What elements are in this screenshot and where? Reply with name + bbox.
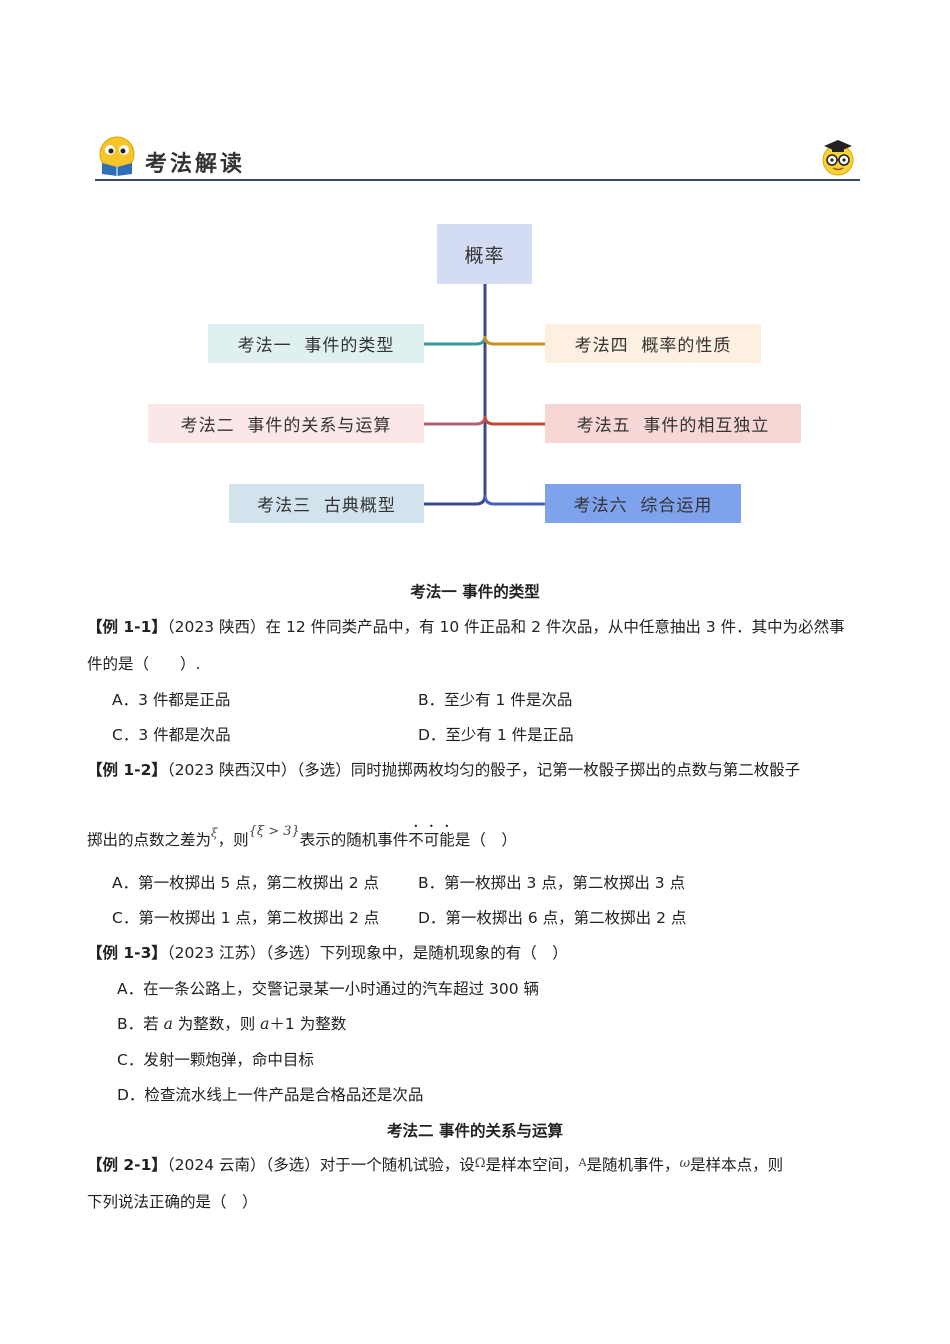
math-omega: Ω xyxy=(474,1156,486,1171)
option-a: A．在一条公路上，交警记录某一小时通过的汽车超过 300 辆 xyxy=(117,980,540,998)
text-span: （2024 云南）（多选）对于一个随机试验，设 xyxy=(166,1156,475,1174)
option-a: A．第一枚掷出 5 点，第二枚掷出 2 点 xyxy=(112,874,380,892)
section-heading-1: 考法一 事件的类型 xyxy=(410,583,540,601)
option-b: B．至少有 1 件是次品 xyxy=(418,691,573,709)
option-d: D．检查流水线上一件产品是合格品还是次品 xyxy=(117,1086,424,1104)
text-span: 掷出的点数之差为 xyxy=(87,831,212,849)
math-w: ω xyxy=(679,1156,691,1171)
text-span: 是随机事件， xyxy=(586,1156,680,1174)
example-tag: 【例 1-3】 xyxy=(87,944,167,962)
example-1-1-line1: 【例 1-1】（2023 陕西）在 12 件同类产品中，有 10 件正品和 2 … xyxy=(87,617,845,637)
graduate-emoji-icon xyxy=(822,140,854,176)
example-1-2-line1: 【例 1-2】（2023 陕西汉中）（多选）同时抛掷两枚均匀的骰子，记第一枚骰子… xyxy=(87,760,800,780)
mindmap-node-method2: 考法二 事件的关系与运算 xyxy=(148,404,424,443)
text-span: 为整数，则 xyxy=(172,1015,261,1033)
example-1-1-line2: 件的是（ ）. xyxy=(87,655,201,673)
mindmap-node-method5: 考法五 事件的相互独立 xyxy=(545,404,801,443)
mindmap-node-method1: 考法一 事件的类型 xyxy=(208,324,424,363)
text-span: 是样本点，则 xyxy=(690,1156,784,1174)
example-text: （2023 陕西）在 12 件同类产品中，有 10 件正品和 2 件次品，从中任… xyxy=(166,618,845,636)
text-span: 是样本空间， xyxy=(485,1156,579,1174)
mindmap-node-method3: 考法三 古典概型 xyxy=(229,484,424,523)
option-c: C．发射一颗炮弹，命中目标 xyxy=(117,1051,314,1069)
example-text: （2023 陕西汉中）（多选）同时抛掷两枚均匀的骰子，记第一枚骰子掷出的点数与第… xyxy=(166,761,801,779)
text-span: 表示的随机事件 xyxy=(299,831,409,849)
option-a: A．3 件都是正品 xyxy=(112,691,231,709)
option-b: B．若 a 为整数，则 a＋1 为整数 xyxy=(117,1014,346,1034)
math-a: a xyxy=(260,1015,270,1033)
option-b: B．第一枚掷出 3 点，第二枚掷出 3 点 xyxy=(418,874,686,892)
option-d: D．至少有 1 件是正品 xyxy=(418,726,574,744)
text-span: ，则 xyxy=(217,831,249,849)
example-1-2-line2: 掷出的点数之差为ξ，则{ξ > 3}表示的随机事件不可能是（ ） xyxy=(87,822,517,852)
option-d: D．第一枚掷出 6 点，第二枚掷出 2 点 xyxy=(418,909,687,927)
example-2-1-line1: 【例 2-1】（2024 云南）（多选）对于一个随机试验，设Ω是样本空间，A是随… xyxy=(87,1155,783,1177)
text-span: ＋1 为整数 xyxy=(269,1015,347,1033)
text-span: 是（ ） xyxy=(454,831,517,849)
math-condition: {ξ > 3} xyxy=(248,824,300,839)
header-title: 考法解读 xyxy=(145,152,246,177)
mindmap-node-method4: 考法四 概率的性质 xyxy=(545,324,761,363)
reading-emoji-icon xyxy=(99,136,135,176)
math-xi: ξ xyxy=(211,826,218,840)
emphasis-dots-text: 不可能 xyxy=(408,831,455,849)
example-text: （2023 江苏）（多选）下列现象中，是随机现象的有（ ） xyxy=(166,944,568,962)
example-tag: 【例 1-1】 xyxy=(87,618,167,636)
option-c: C．第一枚掷出 1 点，第二枚掷出 2 点 xyxy=(112,909,380,927)
section-heading-2: 考法二 事件的关系与运算 xyxy=(387,1122,563,1140)
example-2-1-line2: 下列说法正确的是（ ） xyxy=(87,1193,258,1211)
mindmap-connectors xyxy=(424,284,545,506)
example-1-3-line1: 【例 1-3】（2023 江苏）（多选）下列现象中，是随机现象的有（ ） xyxy=(87,943,568,963)
math-A: A xyxy=(578,1156,587,1169)
text-span: B．若 xyxy=(117,1015,164,1033)
mindmap-root: 概率 xyxy=(437,224,532,284)
mindmap-node-method6: 考法六 综合运用 xyxy=(545,484,741,523)
math-a: a xyxy=(163,1015,173,1033)
example-tag: 【例 1-2】 xyxy=(87,761,167,779)
example-tag: 【例 2-1】 xyxy=(87,1156,167,1174)
header-rule xyxy=(95,179,860,181)
option-c: C．3 件都是次品 xyxy=(112,726,231,744)
